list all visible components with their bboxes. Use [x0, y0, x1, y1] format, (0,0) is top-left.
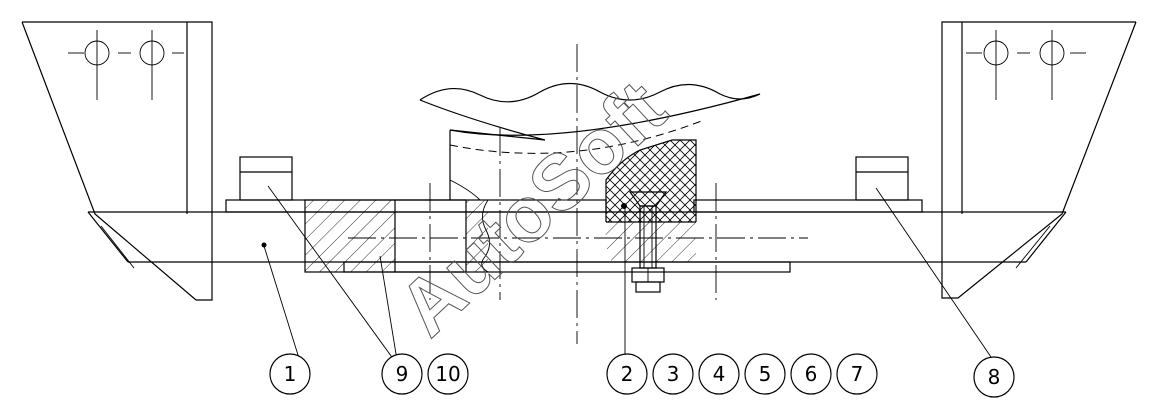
right-bracket: [941, 21, 1137, 299]
callout-label: 1: [284, 362, 297, 386]
callout-label: 4: [713, 362, 726, 386]
right-stopper: [855, 156, 909, 201]
leader-lines: [263, 185, 992, 361]
callout-10: 10: [427, 353, 469, 395]
callout-label: 9: [396, 362, 409, 386]
callout-8: 8: [973, 356, 1015, 398]
centre-lines: [348, 44, 808, 344]
callout-4: 4: [698, 353, 740, 395]
callout-7: 7: [836, 353, 878, 395]
centre-die: [419, 83, 761, 201]
callout-3: 3: [652, 353, 694, 395]
left-bracket-holes: [68, 30, 184, 100]
callout-6: 6: [790, 353, 832, 395]
left-stopper: [239, 156, 293, 201]
left-hatched-block: [304, 199, 490, 273]
left-bracket: [21, 21, 213, 301]
bolt: [628, 191, 668, 293]
callout-label: 10: [435, 362, 460, 386]
callout-2: 2: [606, 353, 648, 395]
callout-1: 1: [269, 353, 311, 395]
right-bracket-holes: [966, 30, 1086, 100]
callout-label: 8: [988, 365, 1001, 389]
clamp-insert: [605, 139, 697, 262]
callout-label: 7: [851, 362, 864, 386]
weld-mark: [261, 242, 267, 248]
callout-label: 5: [759, 362, 772, 386]
callout-label: 3: [667, 362, 680, 386]
callout-label: 2: [621, 362, 634, 386]
callout-label: 6: [805, 362, 818, 386]
callout-5: 5: [744, 353, 786, 395]
callout-9: 9: [381, 353, 423, 395]
